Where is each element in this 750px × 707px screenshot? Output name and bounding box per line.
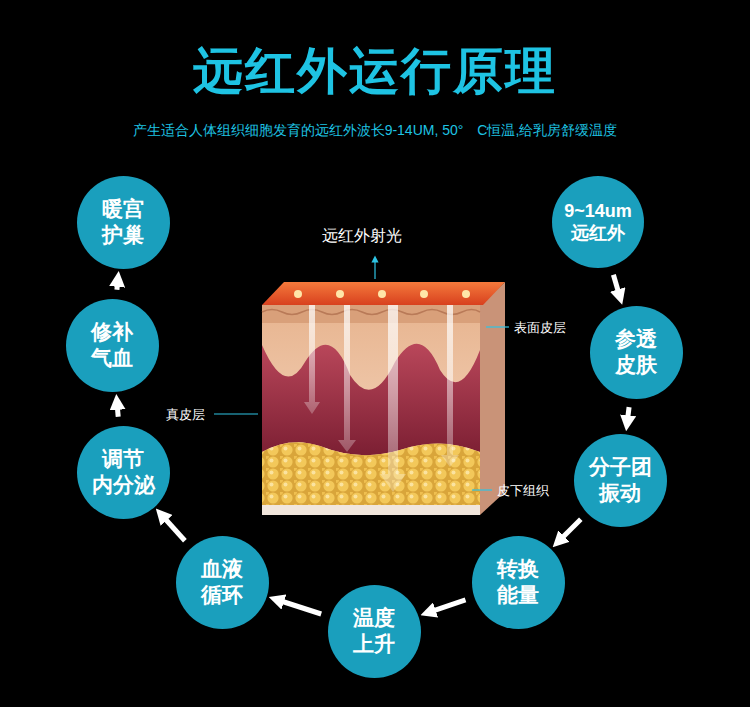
step-text: 修补 气血 (79, 319, 145, 372)
ray-arrows (304, 305, 459, 492)
skin-block (262, 282, 505, 515)
step-text-group: 温度 上升 (341, 605, 407, 658)
flow-arrow (613, 275, 620, 299)
step-circle: 修补 气血 (66, 299, 159, 392)
flow-arrow (627, 407, 629, 425)
ray-arrow (441, 305, 459, 467)
leader-line (214, 413, 258, 414)
step-text: 调节 内分泌 (90, 446, 156, 499)
glow-dot (336, 290, 344, 298)
ray-arrow (338, 305, 356, 452)
step-circle: 调节 内分泌 (77, 426, 170, 519)
step-text-group: 调节 内分泌 (90, 446, 156, 499)
flow-arrow (557, 519, 581, 543)
step-text-group: 血液 循环 (189, 556, 255, 609)
step-text: 血液 循环 (189, 556, 255, 609)
step-text-group: 参透 皮肤 (603, 326, 669, 379)
step-text: 9~14um 远红外 (563, 200, 633, 245)
glow-dot (294, 290, 302, 298)
step-text: 转换 能量 (485, 556, 551, 609)
part-label: 远红外射光 (322, 226, 402, 247)
step-text: 参透 皮肤 (603, 326, 669, 379)
heat-pad-surface (262, 282, 505, 305)
part-label: 皮下组织 (497, 482, 549, 500)
step-text-group: 暖宫 护巢 (90, 196, 156, 249)
step-text: 分子团 振动 (587, 454, 653, 507)
flow-arrow (427, 600, 466, 613)
step-circle: 分子团 振动 (574, 434, 667, 527)
glow-dot (378, 290, 386, 298)
bottom-layer (262, 505, 480, 515)
title: 远红外运行原理 (0, 38, 750, 105)
flow-arrow (117, 277, 118, 289)
leader-lines (214, 259, 509, 490)
step-text-group: 修补 气血 (79, 319, 145, 372)
step-text-group: 转换 能量 (485, 556, 551, 609)
step-circle: 血液 循环 (176, 536, 269, 629)
step-circle: 转换 能量 (472, 536, 565, 629)
heat-pad (262, 282, 505, 305)
skin-face (262, 305, 480, 515)
glow-dot (420, 290, 428, 298)
step-text-group: 分子团 振动 (587, 454, 653, 507)
flow-arrow (117, 400, 118, 416)
leader-line (472, 489, 492, 490)
step-text: 暖宫 护巢 (90, 196, 156, 249)
flow-arrow (160, 513, 185, 540)
part-label: 真皮层 (166, 406, 205, 424)
leader-line (374, 259, 375, 279)
step-circle: 9~14um 远红外 (552, 176, 644, 268)
step-circle: 暖宫 护巢 (77, 176, 170, 269)
step-circle: 参透 皮肤 (590, 306, 683, 399)
skin-side (480, 282, 505, 515)
subtitle: 产生适合人体组织细胞发育的远红外波长9-14UM, 50° C恒温,给乳房舒缓温… (0, 122, 750, 140)
step-circle: 温度 上升 (328, 585, 421, 678)
ray-arrow (304, 305, 320, 414)
glow-dot (462, 290, 470, 298)
part-label: 表面皮层 (514, 319, 566, 337)
ray-arrow (380, 305, 406, 492)
step-text-group: 9~14um 远红外 (563, 200, 633, 245)
step-text: 温度 上升 (341, 605, 407, 658)
flow-arrow (275, 599, 321, 614)
leader-line (486, 326, 509, 327)
